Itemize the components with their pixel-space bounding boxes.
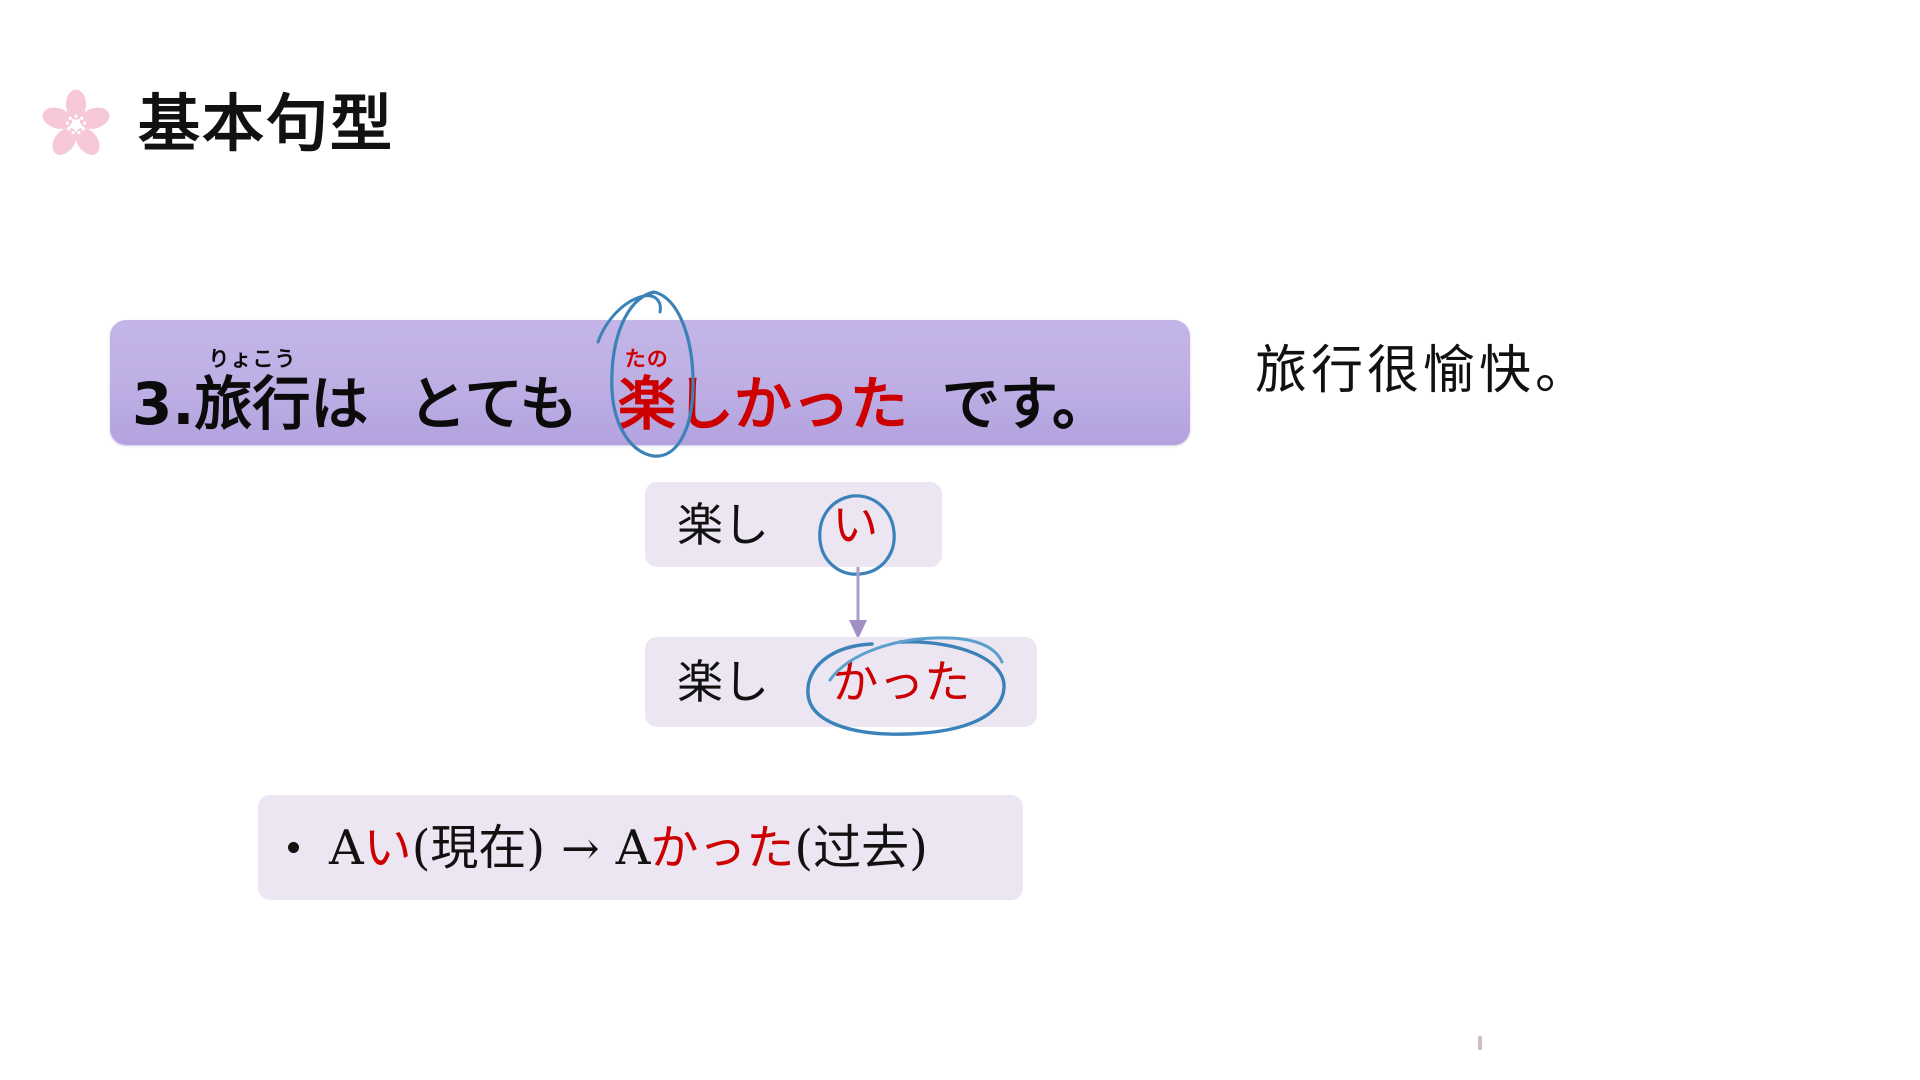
- present-ending: い: [832, 497, 879, 552]
- rule-left-paren: (現在): [411, 819, 546, 876]
- adverb-totemo: とても: [408, 370, 578, 438]
- rule-right-letter: A: [615, 819, 651, 876]
- bullet-point-icon: [288, 842, 299, 853]
- sentence-number: 3.: [132, 370, 195, 438]
- furigana-tano: たの: [624, 347, 669, 371]
- present-stem: 楽し: [677, 497, 769, 552]
- rule-right-ending: かった: [650, 819, 795, 876]
- example-sentence-text: 3. りょこう 旅行 は とても たの 楽 しかった です。: [132, 347, 1111, 438]
- adjective-past-tail: しかった: [675, 370, 908, 438]
- grammar-rule-text: A い (現在) → A かった (过去): [278, 824, 928, 872]
- furigana-ryokou: りょこう: [208, 347, 297, 371]
- past-stem: 楽し: [677, 655, 769, 709]
- past-ending: かった: [832, 655, 971, 709]
- kanji-tanoshi: 楽: [617, 370, 676, 438]
- past-form-box: 楽し かった: [645, 637, 1037, 727]
- chinese-translation: 旅行很愉快。: [1255, 341, 1592, 401]
- rule-right-paren: (过去): [794, 819, 928, 876]
- transform-arrow-icon: [849, 567, 867, 639]
- page-title: 基本句型: [138, 87, 395, 160]
- copula-desu: です。: [941, 370, 1111, 438]
- ruby-ryokou: りょこう 旅行: [194, 347, 311, 438]
- stray-ink-mark: [1478, 1036, 1482, 1050]
- ruby-tanoshi: たの 楽: [617, 347, 676, 438]
- kanji-ryokou: 旅行: [194, 370, 311, 438]
- rule-left-letter: A: [329, 819, 364, 876]
- rule-left-ending: い: [363, 819, 412, 876]
- rule-arrow: →: [561, 820, 600, 875]
- sakura-blossom-icon: [42, 89, 110, 155]
- present-form-text: 楽し い: [677, 502, 878, 548]
- grammar-rule-box: A い (現在) → A かった (过去): [258, 795, 1023, 900]
- slide-title-row: 基本句型: [40, 88, 394, 160]
- example-sentence-banner: 3. りょこう 旅行 は とても たの 楽 しかった です。: [110, 320, 1190, 445]
- past-form-text: 楽し かった: [677, 659, 970, 705]
- particle-wa: は: [310, 370, 369, 438]
- present-form-box: 楽し い: [645, 482, 942, 567]
